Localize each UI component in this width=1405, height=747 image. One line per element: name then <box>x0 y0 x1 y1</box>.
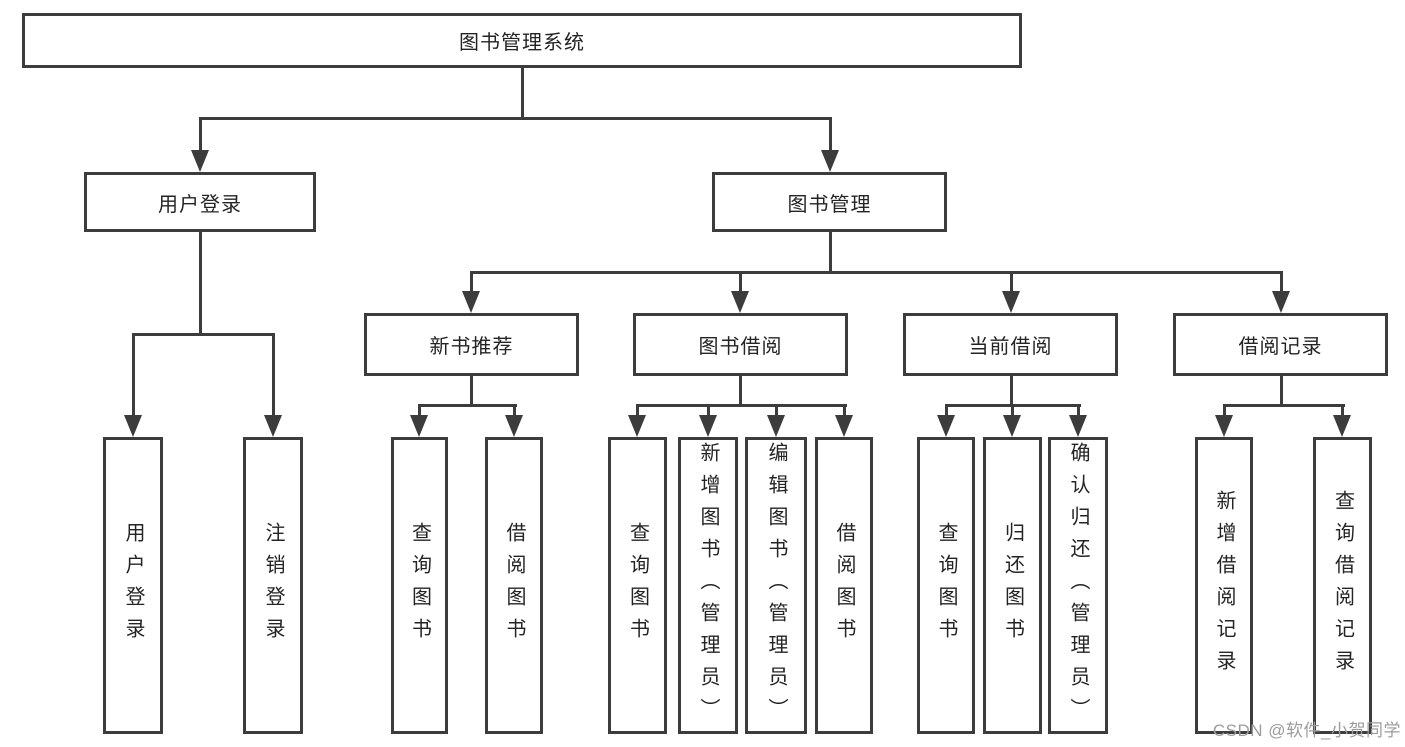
connector-vline <box>636 404 639 417</box>
arrow-down-icon <box>937 415 955 437</box>
connector-vline <box>470 376 473 407</box>
connector-vline <box>1077 404 1080 417</box>
node-label: 新增图书（管理员） <box>697 441 719 730</box>
arrow-down-icon <box>191 150 209 172</box>
leaf-borrow-book: 借阅图书 <box>815 437 873 734</box>
connector-vline <box>707 404 710 417</box>
connector-vline <box>199 232 202 336</box>
connector-vline <box>1341 404 1344 417</box>
node-label: 新书推荐 <box>429 336 514 358</box>
leaf-user-login: 用户登录 <box>103 437 163 734</box>
leaf-query-books-current: 查询图书 <box>917 437 975 734</box>
connector-vline <box>775 404 778 417</box>
node-label: 借阅记录 <box>1238 336 1323 358</box>
node-label: 确认归还（管理员） <box>1067 441 1089 730</box>
node-label: 用户登录 <box>122 521 144 650</box>
arrow-down-icon <box>628 415 646 437</box>
node-book-borrow: 图书借阅 <box>633 313 848 376</box>
node-label: 借阅图书 <box>503 521 525 650</box>
connector-hline <box>1223 404 1345 407</box>
connector-vline <box>739 376 742 407</box>
connector-vline <box>945 404 948 417</box>
node-label: 注销登录 <box>262 521 284 650</box>
connector-vline <box>843 404 846 417</box>
node-book-management: 图书管理 <box>712 172 947 232</box>
connector-vline <box>739 271 742 293</box>
connector-vline <box>1280 376 1283 407</box>
leaf-add-book-admin: 新增图书（管理员） <box>678 437 738 734</box>
connector-vline <box>1223 404 1226 417</box>
leaf-add-borrow-record: 新增借阅记录 <box>1195 437 1253 734</box>
node-label: 借阅图书 <box>833 521 855 650</box>
node-label: 新增借阅记录 <box>1213 489 1235 682</box>
node-label: 当前借阅 <box>968 336 1053 358</box>
connector-vline <box>1011 404 1014 417</box>
connector-hline <box>132 333 275 336</box>
arrow-down-icon <box>821 150 839 172</box>
arrow-down-icon <box>1003 415 1021 437</box>
connector-hline <box>470 271 1283 274</box>
arrow-down-icon <box>264 415 282 437</box>
node-label: 查询图书 <box>935 521 957 650</box>
node-label: 查询图书 <box>626 521 649 650</box>
connector-vline <box>199 117 202 152</box>
node-label: 编辑图书（管理员） <box>765 441 787 730</box>
arrow-down-icon <box>1069 415 1087 437</box>
arrow-down-icon <box>1215 415 1233 437</box>
arrow-down-icon <box>1333 415 1351 437</box>
connector-vline <box>272 333 275 417</box>
node-user-login: 用户登录 <box>84 172 316 232</box>
node-new-book-recommend: 新书推荐 <box>364 313 579 376</box>
connector-vline <box>1280 271 1283 293</box>
connector-vline <box>1010 271 1013 293</box>
leaf-return-book: 归还图书 <box>983 437 1042 734</box>
connector-vline <box>521 68 524 118</box>
node-current-borrow: 当前借阅 <box>903 313 1118 376</box>
node-label: 图书管理 <box>787 193 872 216</box>
arrow-down-icon <box>124 415 142 437</box>
leaf-logout: 注销登录 <box>243 437 303 734</box>
arrow-down-icon <box>410 415 428 437</box>
arrow-down-icon <box>731 291 749 313</box>
node-borrow-records: 借阅记录 <box>1173 313 1388 376</box>
arrow-down-icon <box>1002 291 1020 313</box>
node-label: 查询图书 <box>408 521 431 650</box>
connector-vline <box>829 117 832 152</box>
connector-vline <box>132 333 135 417</box>
csdn-watermark: CSDN @软件_小贺同学 <box>1212 721 1401 740</box>
leaf-query-borrow-record: 查询借阅记录 <box>1313 437 1372 734</box>
leaf-edit-book-admin: 编辑图书（管理员） <box>745 437 807 734</box>
connector-hline <box>636 404 847 407</box>
leaf-query-books-borrow: 查询图书 <box>608 437 667 734</box>
connector-vline <box>418 404 421 417</box>
arrow-down-icon <box>699 415 717 437</box>
connector-hline <box>418 404 517 407</box>
leaf-borrow-books-recommend: 借阅图书 <box>485 437 543 734</box>
arrow-down-icon <box>505 415 523 437</box>
node-label: 图书借阅 <box>698 336 783 358</box>
connector-vline <box>829 232 832 274</box>
node-label: 图书管理系统 <box>459 32 585 54</box>
arrow-down-icon <box>835 415 853 437</box>
node-library-management-system: 图书管理系统 <box>22 13 1022 68</box>
node-label: 归还图书 <box>1001 521 1024 650</box>
connector-vline <box>470 271 473 293</box>
arrow-down-icon <box>767 415 785 437</box>
connector-hline <box>199 117 832 120</box>
connector-vline <box>1010 376 1013 407</box>
node-label: 查询借阅记录 <box>1331 489 1354 682</box>
node-label: 用户登录 <box>158 193 242 216</box>
arrow-down-icon <box>462 291 480 313</box>
leaf-query-books-recommend: 查询图书 <box>391 437 448 734</box>
arrow-down-icon <box>1272 291 1290 313</box>
leaf-confirm-return-admin: 确认归还（管理员） <box>1048 437 1108 734</box>
connector-vline <box>513 404 516 417</box>
